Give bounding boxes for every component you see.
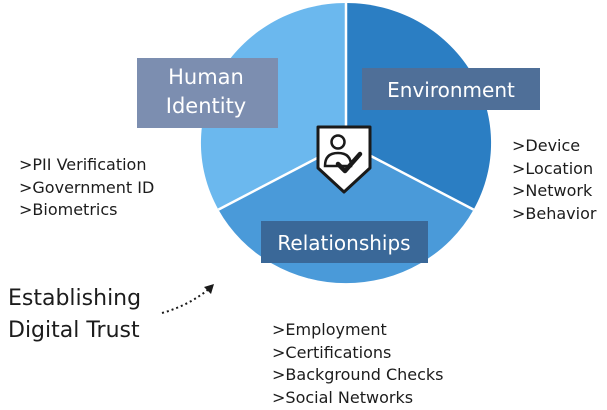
list-item: >Network <box>512 181 593 200</box>
caption-line1: Establishing <box>8 286 142 311</box>
list-item: >Device <box>512 136 581 155</box>
caption-line2: Digital Trust <box>8 318 140 343</box>
relationships-label-box <box>261 221 428 263</box>
environment-label: Environment <box>387 78 515 102</box>
environment-label-box <box>362 68 540 110</box>
human-identity-label-line1: Human <box>168 65 244 89</box>
human-identity-label-line2: Identity <box>166 94 246 118</box>
human-identity-label-box <box>137 58 278 128</box>
list-item: >Certifications <box>272 342 392 362</box>
list-item: >Government ID <box>19 177 155 197</box>
list-item: >Social Networks <box>272 387 414 407</box>
relationships-list: >Employment >Certifications >Background … <box>272 319 444 409</box>
human-identity-list: >PII Verification >Government ID >Biomet… <box>19 154 154 222</box>
shield-user-check-icon <box>316 125 372 194</box>
list-item: >Behavior <box>512 203 597 223</box>
relationships-label: Relationships <box>277 231 410 255</box>
establishing-digital-trust-caption: Establishing Digital Trust <box>8 283 141 347</box>
list-item: >Biometrics <box>19 200 118 219</box>
list-item: >Employment <box>272 320 387 339</box>
list-item: >Location <box>512 158 594 178</box>
environment-list: >Device >Location >Network >Behavior <box>512 135 596 225</box>
list-item: >PII Verification <box>19 155 147 174</box>
list-item: >Background Checks <box>272 365 444 384</box>
dotted-curved-arrow-icon <box>161 284 214 314</box>
